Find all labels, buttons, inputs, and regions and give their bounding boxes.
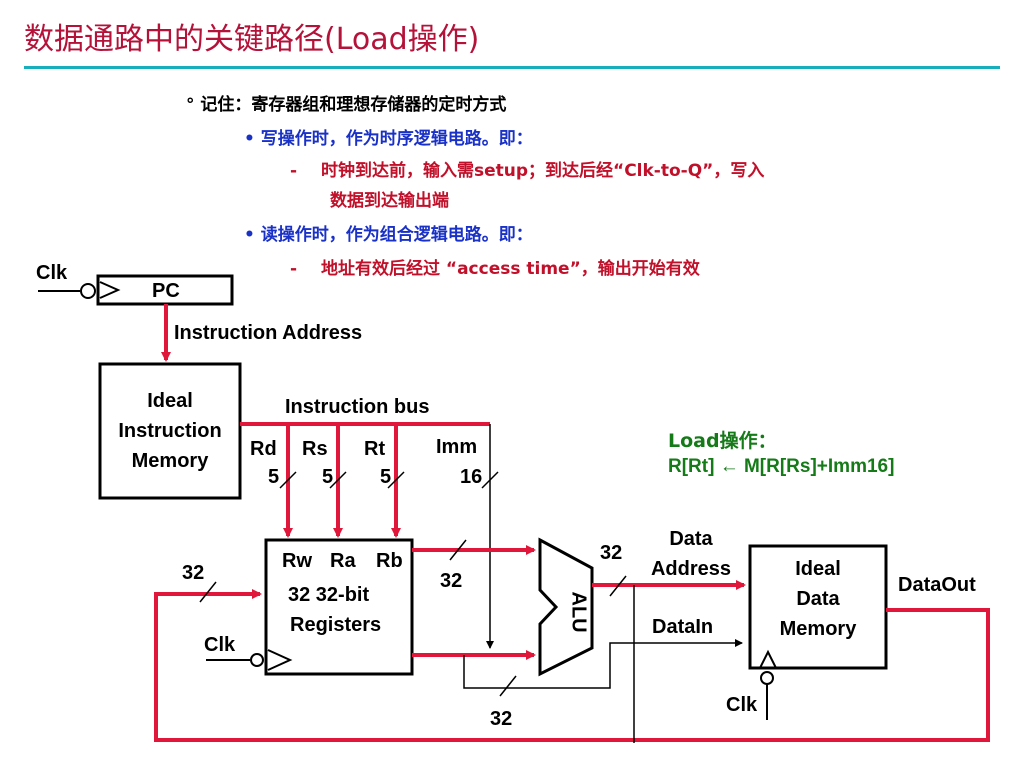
- instruction-bus-label: Instruction bus: [285, 396, 430, 418]
- data-memory-clock: [759, 649, 777, 720]
- rs-label: Rs: [302, 438, 328, 460]
- rt-width: 5: [380, 466, 392, 488]
- data-memory: [748, 544, 888, 670]
- dmem-label-line2: Data: [796, 588, 840, 610]
- bullet-5-text: 地址有效后经过 “access time”，输出开始有效: [320, 259, 700, 279]
- instruction-address-label: Instruction Address: [174, 322, 363, 344]
- bullet-2: • 写操作时，作为时序逻辑电路。即：: [244, 124, 533, 149]
- busb-to-datain-path: [463, 639, 743, 689]
- register-file-label-line1: 32 32-bit: [288, 584, 370, 606]
- dmem-label-line1: Ideal: [795, 558, 841, 580]
- load-note-title: Load操作：: [668, 430, 777, 452]
- dmem-clk-label: Clk: [726, 694, 758, 716]
- alu-out-width-tick: [609, 575, 627, 597]
- bullet-5: - 地址有效后经过 “access time”，输出开始有效: [290, 254, 700, 279]
- pc-register: [96, 274, 234, 306]
- bullet-1: ° 记住：寄存器组和理想存储器的定时方式: [186, 90, 506, 115]
- alu-shape: [538, 537, 594, 677]
- bullet-4-text: 读操作时，作为组合逻辑电路。即：: [260, 225, 533, 245]
- bullet-3-text-line1: 时钟到达前，输入需setup；到达后经“Clk-to-Q”，写入: [320, 161, 765, 181]
- writeback-path: [154, 589, 990, 742]
- data-in-label: DataIn: [652, 616, 714, 638]
- pc-clock-input: [38, 283, 96, 299]
- pc-clk-label: Clk: [36, 262, 68, 284]
- rt-label: Rt: [364, 438, 386, 460]
- instruction-bus: [240, 422, 499, 649]
- imm-width: 16: [460, 466, 483, 488]
- page-title: 数据通路中的关键路径(Load操作): [24, 22, 480, 57]
- busb-width-tick: [499, 675, 517, 697]
- dmem-label-line3: Memory: [779, 618, 857, 640]
- ra-port-label: Ra: [330, 550, 356, 572]
- bullet-1-mark: °: [186, 95, 195, 115]
- data-out-label: DataOut: [898, 574, 976, 596]
- rs-width: 5: [322, 466, 334, 488]
- pc-label: PC: [152, 280, 180, 302]
- rd-width: 5: [268, 466, 280, 488]
- data-address-label-line2: Address: [650, 558, 732, 580]
- imem-label-line2: Instruction: [118, 420, 222, 442]
- instruction-memory: [98, 362, 242, 500]
- register-file-label-line2: Registers: [290, 614, 382, 636]
- title-underline: [24, 66, 1000, 69]
- bullet-2-text: 写操作时，作为时序逻辑电路。即：: [260, 129, 533, 149]
- busa-width-tick: [449, 539, 467, 561]
- rd-label: Rd: [250, 438, 277, 460]
- rb-port-label: Rb: [376, 550, 403, 572]
- imem-label-line1: Ideal: [147, 390, 193, 412]
- load-note-equation: R[Rt] ← M[R[Rs]+Imm16]: [668, 456, 895, 477]
- bullet-4: • 读操作时，作为组合逻辑电路。即：: [244, 220, 533, 245]
- bullet-5-mark: -: [290, 259, 298, 279]
- bullet-3: - 时钟到达前，输入需setup；到达后经“Clk-to-Q”，写入: [290, 156, 764, 181]
- bullet-3-text-line2: 数据到达输出端: [330, 191, 449, 211]
- alu-label: ALU: [567, 591, 590, 633]
- busb-width-label: 32: [490, 708, 513, 730]
- rw-port-label: Rw: [282, 550, 312, 572]
- bullet-4-mark: •: [244, 225, 255, 245]
- imm-label: Imm: [436, 436, 478, 458]
- register-file: [264, 538, 414, 676]
- alu-input-width-label: 32: [440, 570, 463, 592]
- bullet-3-mark: -: [290, 161, 298, 181]
- register-file-clock: [206, 649, 293, 671]
- bullet-1-text: 记住：寄存器组和理想存储器的定时方式: [200, 95, 507, 115]
- bullet-2-mark: •: [244, 129, 255, 149]
- alu-output-width-label: 32: [600, 542, 623, 564]
- imem-label-line3: Memory: [131, 450, 209, 472]
- register-clk-label: Clk: [204, 634, 236, 656]
- busw-width-tick: [199, 581, 217, 603]
- data-address-label-line1: Data: [669, 528, 713, 550]
- busw-width-label: 32: [182, 562, 205, 584]
